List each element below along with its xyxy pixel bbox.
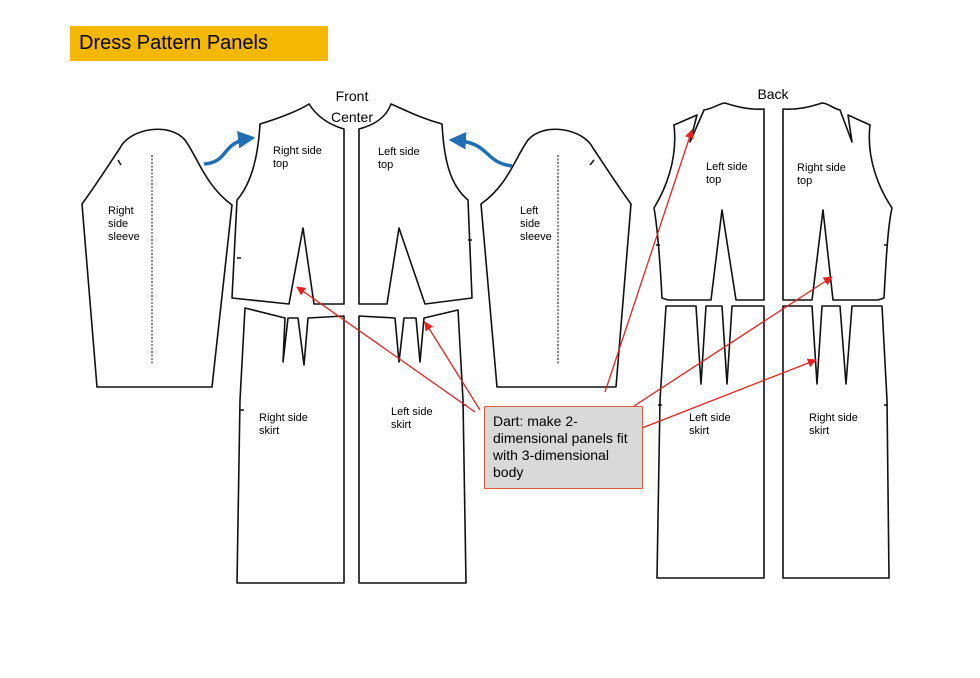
- front-center-label: Front Center: [330, 88, 374, 125]
- left-sleeve-panel: [480, 128, 632, 388]
- label-front-left-side-skirt: Left side skirt: [391, 406, 433, 431]
- notch-marks: [117, 159, 888, 411]
- red-arrow-back-left-top: [604, 129, 694, 393]
- back-left-top-panel: [653, 102, 765, 301]
- red-arrow-front-left-skirt: [424, 321, 481, 411]
- red-arrow-back-right-skirt: [641, 358, 817, 429]
- label-back-left-side-top: Left side top: [706, 161, 748, 186]
- dart-explanation-callout: Dart: make 2-dimensional panels fit with…: [484, 406, 643, 489]
- right-sleeve-panel: [81, 128, 233, 388]
- red-arrow-back-right-top: [633, 276, 833, 407]
- label-left-side-sleeve: Left side sleeve: [520, 205, 552, 243]
- back-label: Back: [757, 86, 789, 102]
- label-back-right-side-top: Right side top: [797, 162, 846, 187]
- blue-arrow-left: [448, 131, 513, 168]
- front-left-top-panel: [358, 103, 473, 305]
- back-left-skirt-panel: [656, 305, 765, 579]
- label-front-left-side-top: Left side top: [378, 146, 420, 171]
- front-right-skirt-panel: [236, 307, 345, 584]
- label-right-side-sleeve: Right side sleeve: [108, 205, 140, 243]
- back-right-skirt-panel: [782, 305, 890, 579]
- blue-arrow-right: [203, 131, 256, 166]
- red-arrow-front-right-top: [296, 286, 476, 413]
- diagram-title: Dress Pattern Panels: [70, 26, 328, 61]
- back-right-top-panel: [782, 102, 893, 301]
- label-front-right-side-skirt: Right side skirt: [259, 412, 308, 437]
- front-left-skirt-panel: [358, 309, 467, 584]
- label-back-left-side-skirt: Left side skirt: [689, 412, 731, 437]
- label-back-right-side-skirt: Right side skirt: [809, 412, 858, 437]
- front-right-top-panel: [231, 103, 345, 305]
- label-front-right-side-top: Right side top: [273, 145, 322, 170]
